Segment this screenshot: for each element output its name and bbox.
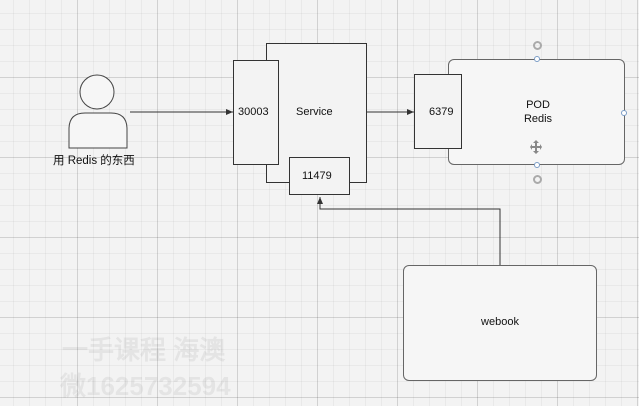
resize-handle-bottom[interactable] xyxy=(534,162,540,168)
pod-port-box[interactable] xyxy=(414,74,462,149)
watermark-line-2: 微1625732594 xyxy=(60,371,231,401)
resize-handle-top-ghost[interactable] xyxy=(533,41,542,50)
watermark-line-1: 一手课程 海澳 xyxy=(62,335,226,365)
pod-subtitle: Redis xyxy=(523,113,553,125)
arrow-webook-to-service xyxy=(317,197,501,265)
user-label: 用 Redis 的东西 xyxy=(53,155,135,167)
move-cursor-icon xyxy=(530,140,542,154)
service-port-box[interactable] xyxy=(289,157,350,195)
pod-title: POD xyxy=(526,99,550,111)
service-port-label: 11479 xyxy=(302,170,332,182)
service-label: Service xyxy=(296,106,333,118)
node-port-label: 30003 xyxy=(238,106,269,118)
webook-box[interactable] xyxy=(403,265,597,381)
node-port-box[interactable] xyxy=(233,60,279,165)
resize-handle-bottom-ghost[interactable] xyxy=(533,175,542,184)
resize-handle-top[interactable] xyxy=(534,56,540,62)
webook-label: webook xyxy=(481,316,519,328)
user-icon[interactable] xyxy=(66,73,132,153)
resize-handle-right[interactable] xyxy=(621,110,627,116)
pod-port-label: 6379 xyxy=(429,106,454,118)
